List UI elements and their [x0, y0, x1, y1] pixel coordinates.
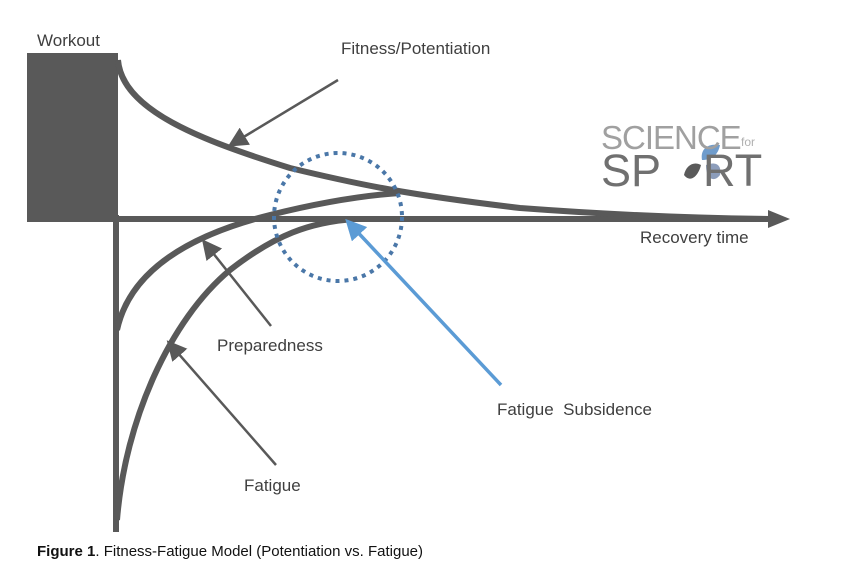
- recovery-time-label: Recovery time: [640, 228, 749, 247]
- preparedness-curve: [114, 190, 401, 331]
- fitness-pointer-arrow: [227, 78, 339, 147]
- preparedness-pointer-arrow: [201, 239, 272, 327]
- logo-rt-text: RT: [703, 145, 763, 196]
- logo-emblem: [683, 142, 725, 184]
- workout-label: Workout: [37, 31, 100, 50]
- logo-science-text: SCIENCE: [601, 119, 742, 156]
- highlight-circle: [272, 151, 404, 283]
- caption-figure-number: Figure 1: [37, 543, 96, 560]
- figure-caption: Figure 1. Fitness-Fatigue Model (Potenti…: [37, 543, 423, 560]
- logo-sport-text: SP RT: [601, 148, 762, 193]
- fatigue-subsidence-label: Fatigue Subsidence: [497, 400, 652, 419]
- caption-text: . Fitness-Fatigue Model (Potentiation vs…: [95, 543, 424, 560]
- fatigue-subsidence-pointer-arrow: [345, 218, 503, 387]
- logo-sp-text: SP: [601, 145, 662, 196]
- preparedness-label: Preparedness: [217, 336, 323, 355]
- fitness-label: Fitness/Potentiation: [341, 39, 491, 58]
- fatigue-pointer-arrow: [166, 340, 277, 466]
- axis-arrowhead: [768, 210, 790, 228]
- fatigue-label: Fatigue: [244, 476, 301, 495]
- fitness-curve: [115, 59, 771, 222]
- logo-for-text: for: [741, 135, 756, 149]
- fatigue-curve: [114, 216, 356, 521]
- science-for-sport-logo: SCIENCE for SP RT: [601, 119, 771, 193]
- workout-block: [27, 53, 118, 222]
